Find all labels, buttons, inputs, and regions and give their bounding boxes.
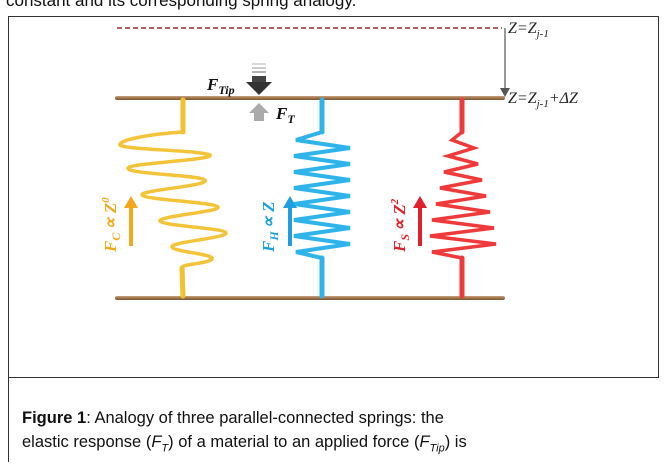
lower-level-label: Z=Zj-1+ΔZ <box>508 90 579 110</box>
caption-line-2: elastic response (FT) of a material to a… <box>22 430 650 460</box>
caption-line2-part-b: ) of a material to an applied force ( <box>168 433 420 451</box>
force-arrow-constant <box>124 196 138 246</box>
spring-stiffening <box>429 97 497 299</box>
tip-force-arrow <box>246 63 272 95</box>
displacement-arrow-head <box>500 88 510 97</box>
force-label-stiffening: FS∝ Z2 <box>389 198 412 253</box>
caption-line2-part-c: ) is <box>444 433 467 451</box>
caption-ftip-symbol: F <box>419 433 430 451</box>
response-force-arrow <box>249 103 269 121</box>
caption-label: Figure 1 <box>22 409 87 427</box>
caption-line-1: Figure 1: Analogy of three parallel-conn… <box>22 406 650 430</box>
upper-level-label: Z=Zj-1 <box>508 20 549 40</box>
header-fragment: constant and its corresponding spring an… <box>0 0 665 14</box>
force-arrow-stiffening <box>413 196 427 246</box>
caption-ftip-sub: Tip <box>429 442 445 455</box>
bottom-plate <box>115 296 505 300</box>
caption-ft-sub: T <box>161 442 169 455</box>
header-fragment-text: constant and its corresponding spring an… <box>6 0 357 10</box>
spring-constant <box>118 97 228 299</box>
caption-line1-text: : Analogy of three parallel-connected sp… <box>86 409 444 427</box>
frame-left-edge <box>8 376 9 462</box>
tip-force-label: FTip <box>206 75 235 97</box>
force-arrow-hookean <box>283 196 297 246</box>
caption-ft-symbol: F <box>151 433 162 451</box>
top-plate <box>115 96 505 100</box>
force-label-constant: FC∝ Z0 <box>100 197 123 253</box>
response-force-label: FT <box>275 104 295 126</box>
spring-hookean <box>293 97 351 299</box>
figure-caption: Figure 1: Analogy of three parallel-conn… <box>22 406 650 460</box>
caption-line2-part-a: elastic response ( <box>22 433 152 451</box>
force-label-hookean: FH∝ Z <box>259 202 281 253</box>
